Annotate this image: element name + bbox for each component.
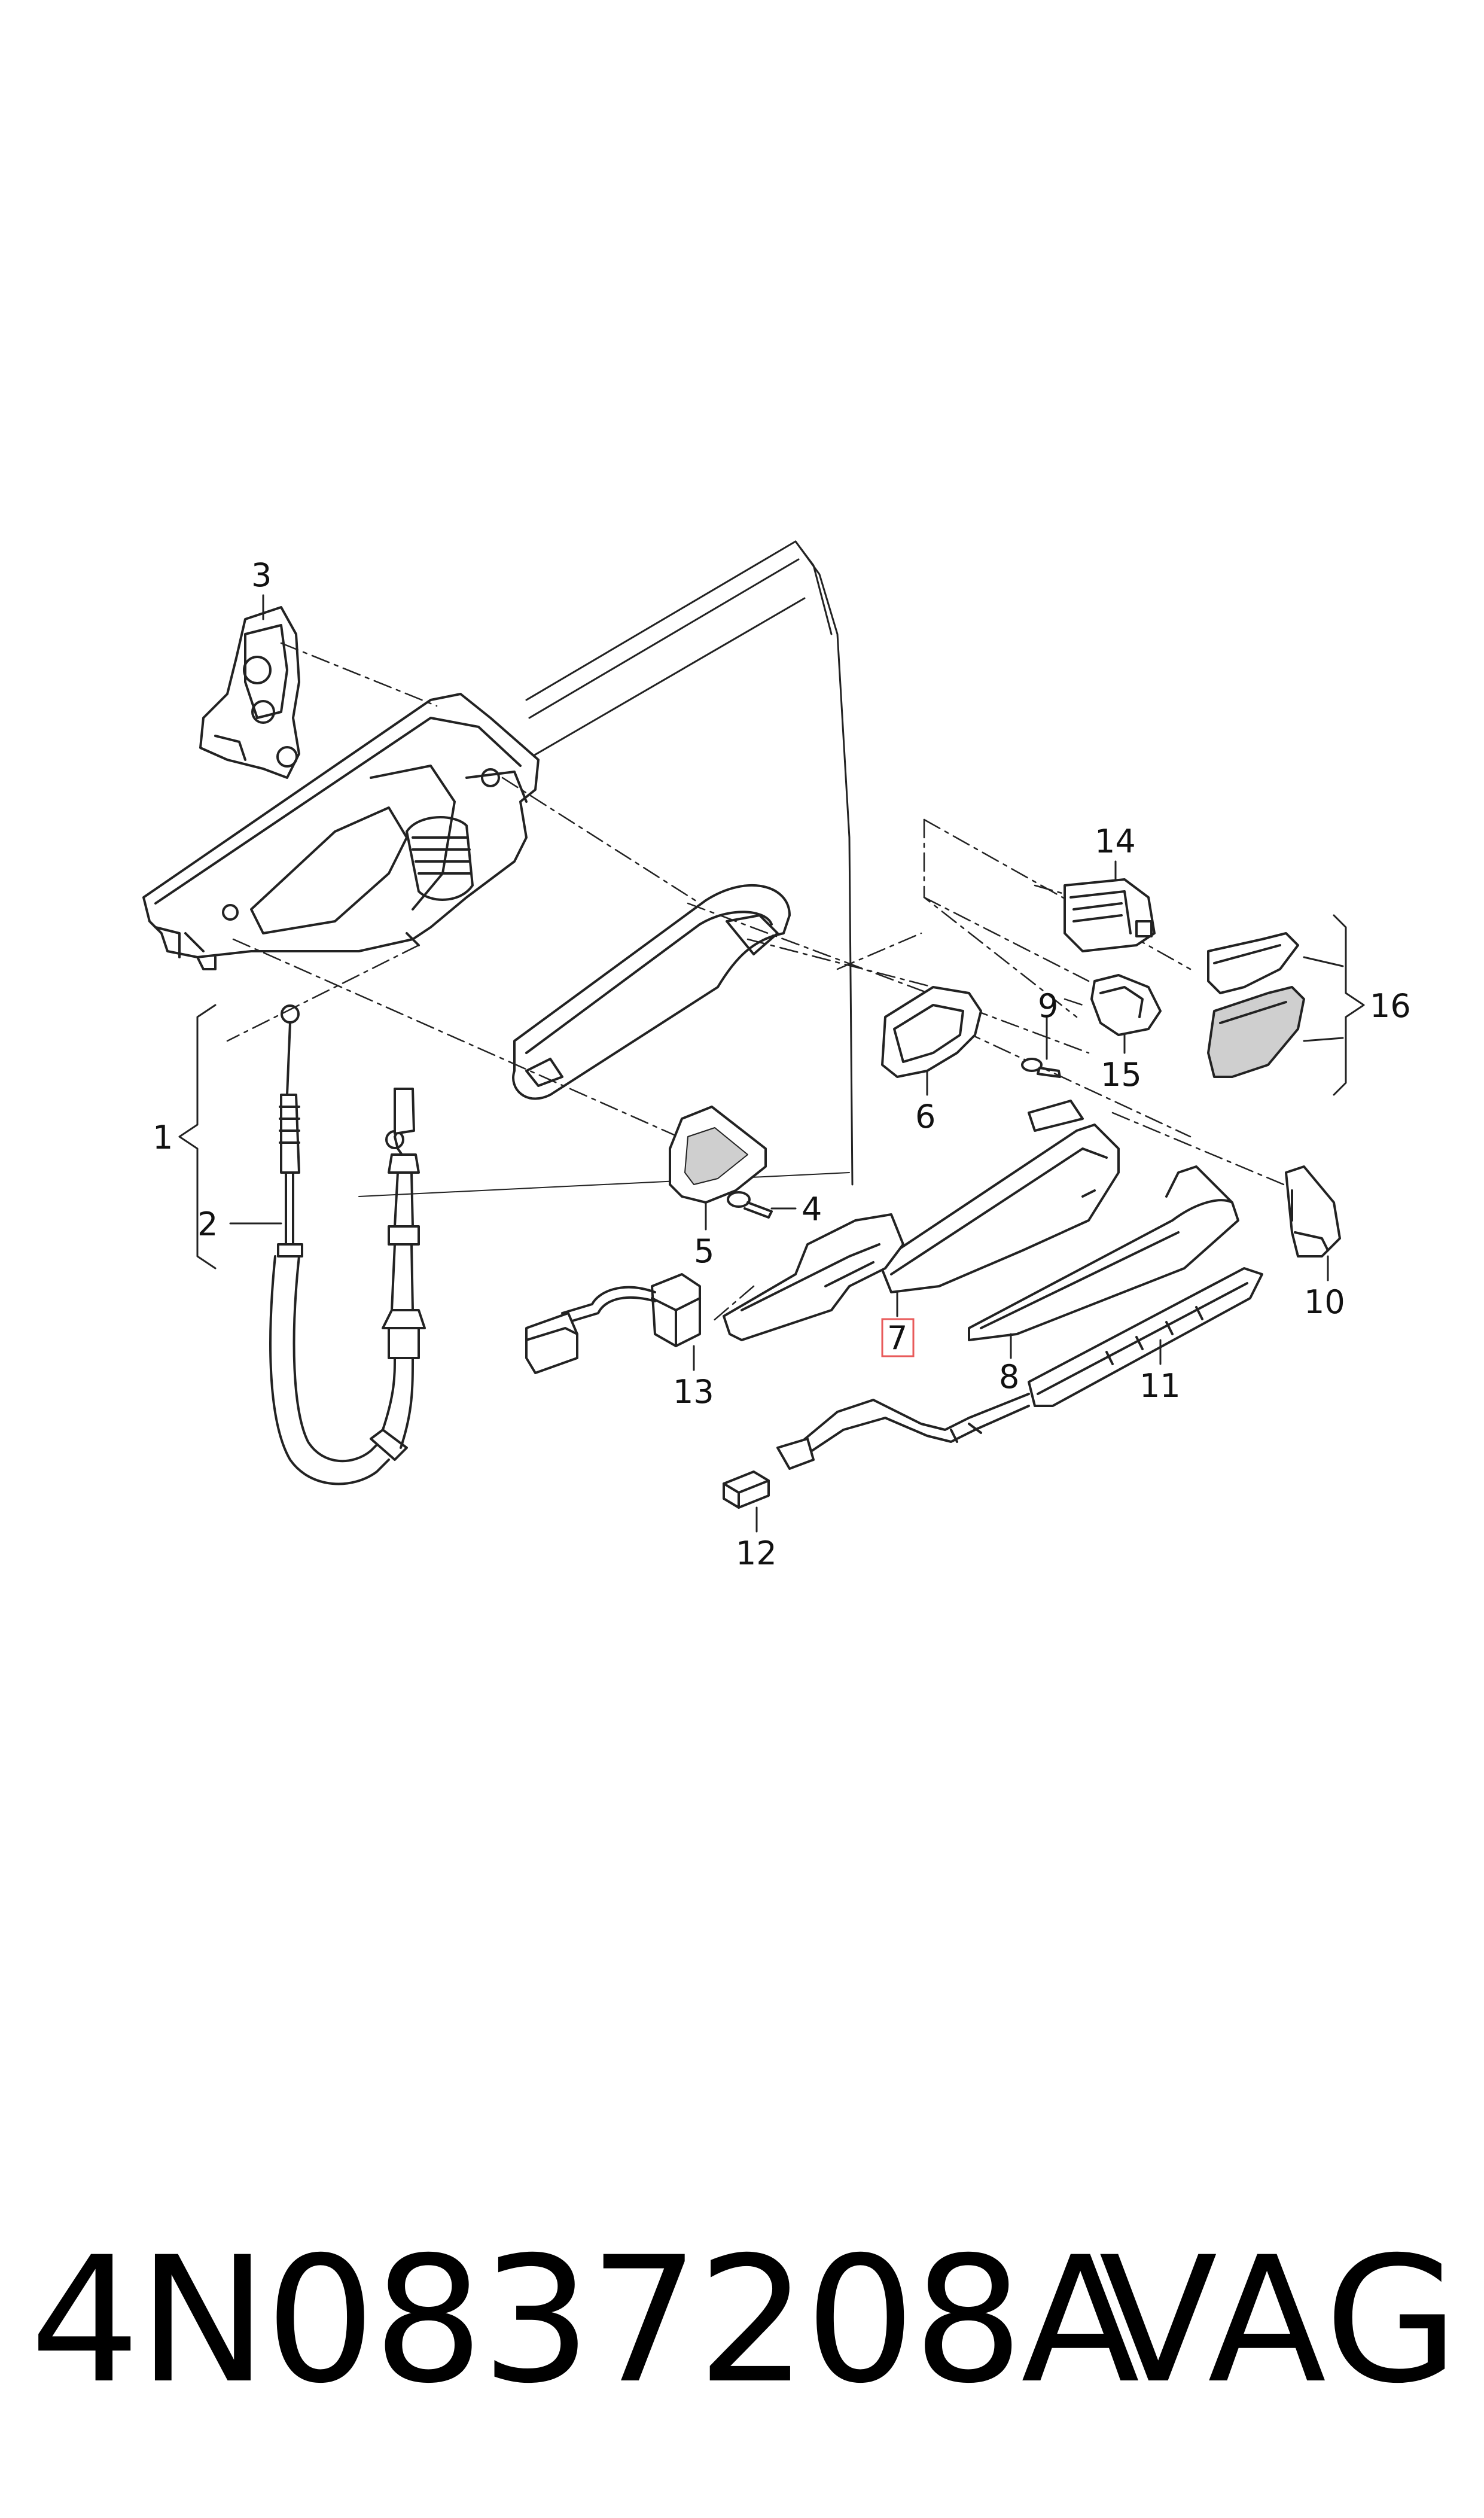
callout-11: 11	[1139, 1367, 1181, 1405]
callout-leaders	[229, 594, 1329, 1533]
callout-4: 4	[802, 1191, 822, 1228]
part-2-cable	[269, 1004, 426, 1485]
callout-3: 3	[251, 556, 272, 594]
part-13-switch	[525, 1273, 701, 1374]
brace-1	[178, 1004, 217, 1269]
exploded-parts-diagram: 3 1 2 4 5 6 7 8 9 10 11 12 13 14 15 16	[142, 540, 1411, 1572]
callout-7: 7	[887, 1319, 907, 1357]
callout-6: 6	[915, 1098, 936, 1135]
callout-2: 2	[197, 1205, 218, 1243]
callout-12: 12	[736, 1534, 777, 1572]
callout-13: 13	[673, 1373, 714, 1411]
callout-16: 16	[1370, 987, 1411, 1025]
part-11-sensor-bar	[776, 1267, 1263, 1470]
brand-label: VAG	[1099, 2220, 1460, 2422]
callout-8: 8	[999, 1358, 1019, 1396]
part-9-bolt	[1021, 1058, 1061, 1078]
callout-10: 10	[1304, 1283, 1345, 1321]
part-16-trim-caps	[1207, 932, 1305, 1078]
callout-labels: 3 1 2 4 5 6 7 8 9 10 11 12 13 14 15 16	[153, 556, 1411, 1572]
callout-7-highlight	[881, 1318, 915, 1357]
handle-inner-carrier	[723, 1213, 904, 1341]
brace-16	[1303, 914, 1365, 1096]
door-panel	[358, 540, 854, 1197]
callout-1: 1	[153, 1119, 173, 1156]
part-12-connector	[723, 1470, 770, 1509]
part-14-lock-cylinder	[1064, 878, 1156, 952]
part-8-handle-cover	[968, 1165, 1239, 1341]
callout-5: 5	[694, 1232, 714, 1270]
part-10-end-cap	[1285, 1165, 1341, 1258]
door-handle-recess	[512, 884, 791, 1100]
part-15-cap	[1090, 974, 1162, 1036]
part-7-exterior-handle	[878, 1100, 1120, 1293]
part-4-screw	[727, 1191, 773, 1219]
part-5-gasket	[669, 1106, 767, 1204]
part-3-bracket	[199, 606, 300, 779]
callout-15: 15	[1101, 1056, 1142, 1094]
part-6-gasket	[881, 986, 982, 1078]
part-number: 4N0837208A	[30, 2220, 1139, 2422]
callout-9: 9	[1038, 987, 1058, 1025]
part-1-handle-carrier	[142, 693, 540, 970]
callout-14: 14	[1095, 823, 1136, 860]
assembly-leader-lines	[226, 642, 1299, 1323]
